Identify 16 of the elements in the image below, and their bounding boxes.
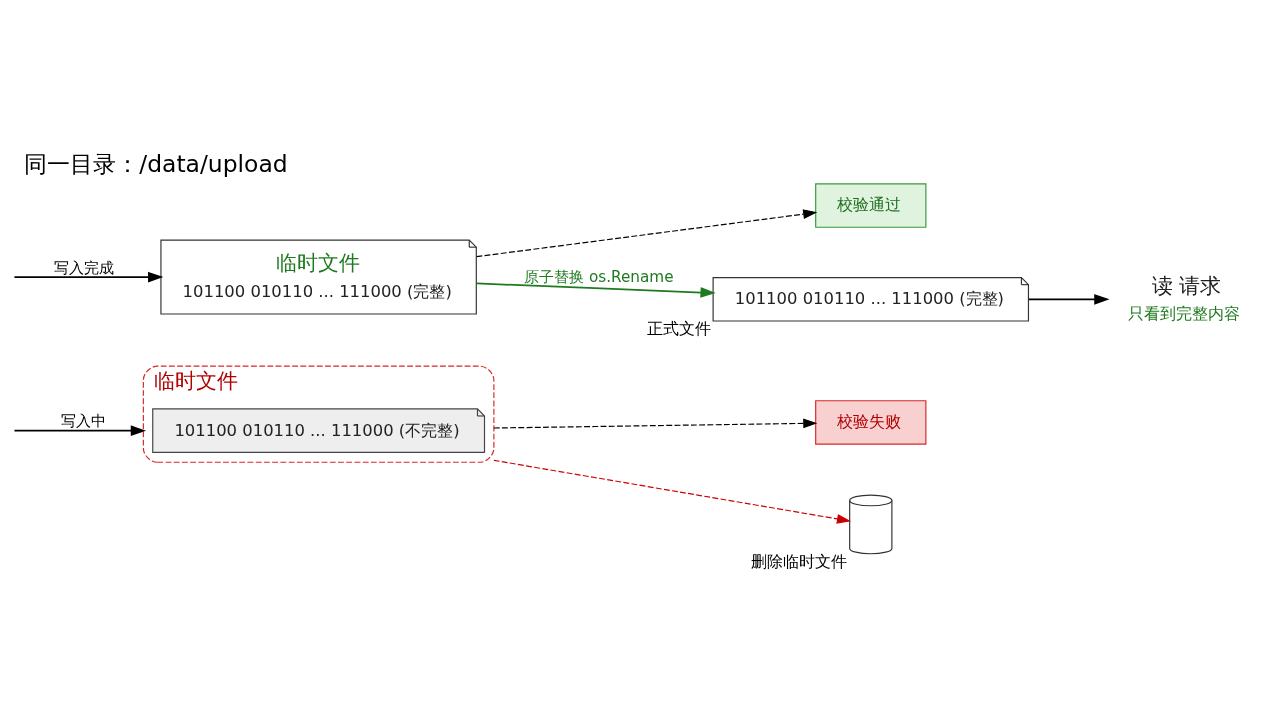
- arrow: [493, 459, 852, 524]
- node-box: 校验失败: [815, 400, 927, 445]
- node-label: 删除临时文件: [751, 551, 848, 571]
- arrow: [13, 425, 147, 436]
- node-box: 校验通过: [815, 183, 927, 228]
- arrow: [476, 209, 818, 258]
- node-label: 正式文件: [647, 319, 712, 339]
- arrow: [1027, 294, 1110, 305]
- arrow: [475, 282, 716, 298]
- arrow: [13, 271, 164, 283]
- edge-label: 原子替换 os.Rename: [524, 268, 674, 287]
- diagram-title: 同一目录：/data/upload: [24, 150, 288, 179]
- edge-label: 写入中: [61, 412, 107, 431]
- edge-label: 写入完成: [53, 258, 114, 277]
- node-text: 读 请求 只看到完整内容: [1128, 272, 1241, 324]
- arrow: [493, 418, 818, 429]
